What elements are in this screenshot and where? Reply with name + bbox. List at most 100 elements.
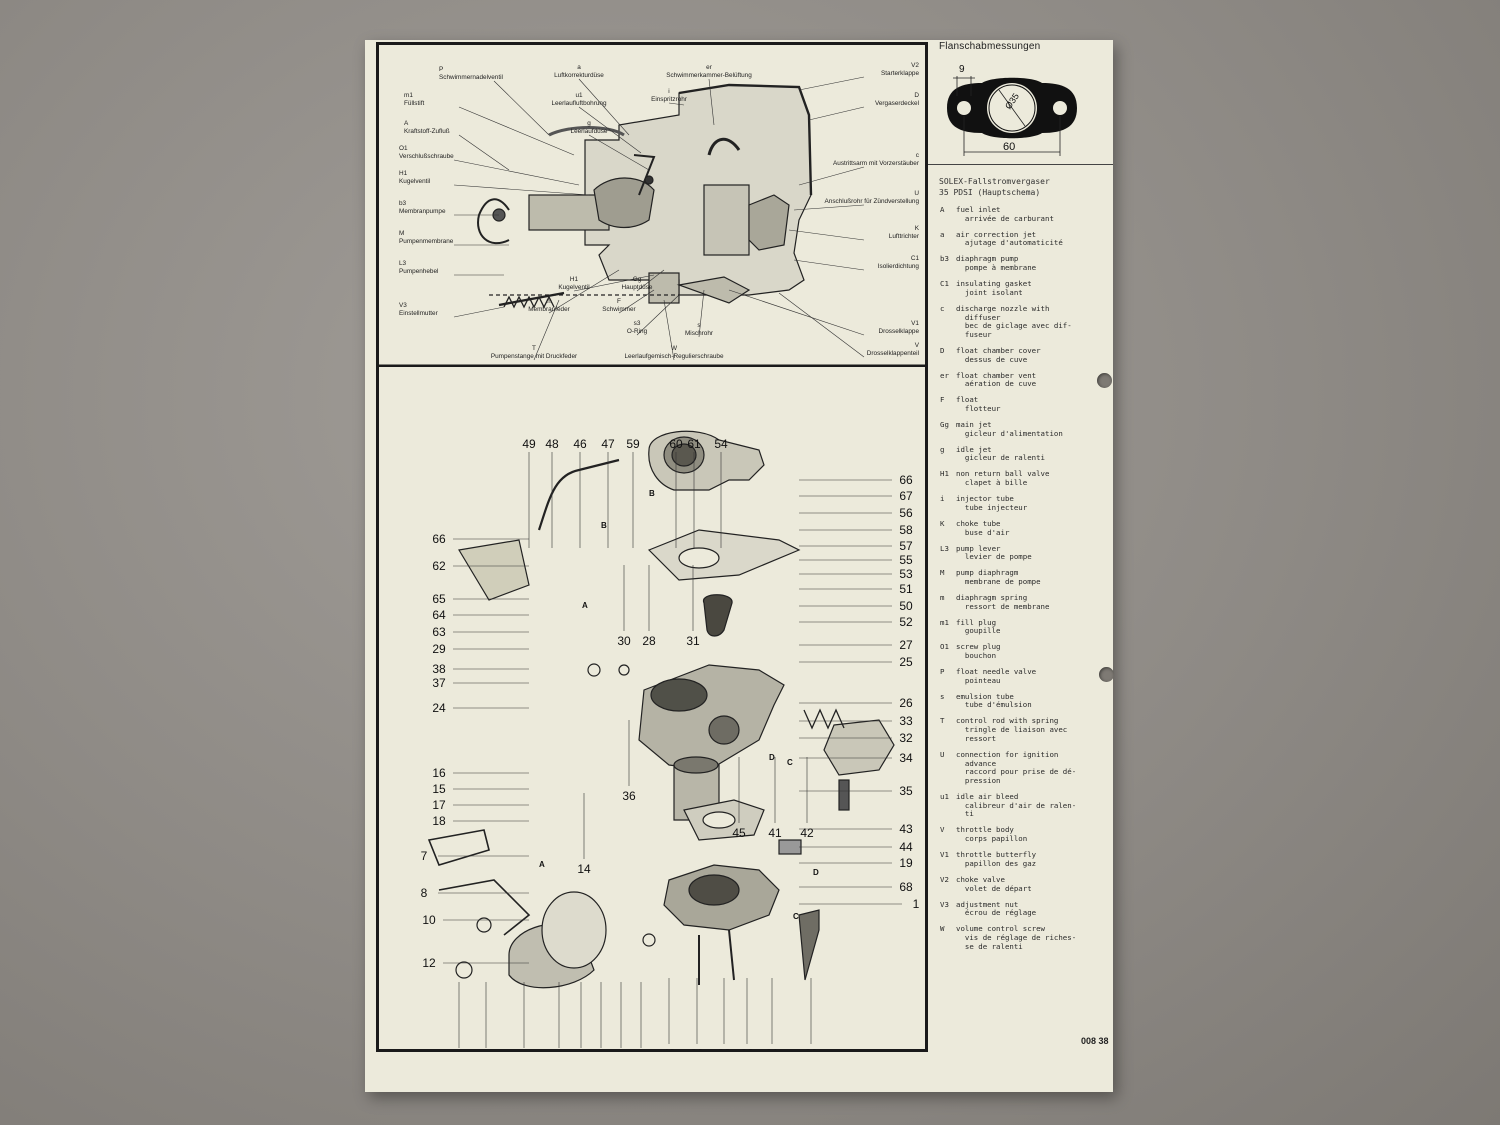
schema-label-code: H1 <box>399 170 408 177</box>
legend-item: u1 idle air bleed calibreur d'air de rale… <box>940 791 1108 819</box>
legend-text: diaphragm pump pompe à membrane <box>956 254 1037 273</box>
part-number: 34 <box>899 751 913 765</box>
legend-code: er <box>940 370 949 380</box>
part-number: 50 <box>899 599 913 613</box>
part-number: 49 <box>522 437 536 451</box>
schema-label-text: Hauptdüse <box>622 284 653 291</box>
legend-text: emulsion tube tube d'émulsion <box>956 691 1032 710</box>
part-number: 35 <box>899 784 913 798</box>
legend-text: float chamber cover dessus de cuve <box>956 345 1041 364</box>
schema-label-text: Kugelventil <box>558 284 589 291</box>
schema-leader-line <box>458 106 575 156</box>
legend-text: idle air bleed calibreur d'air de ralen-… <box>956 791 1077 819</box>
legend-code: u1 <box>940 791 949 801</box>
legend-code: V <box>940 825 945 835</box>
part-leader-lines <box>438 452 902 1048</box>
schema-leader-line <box>618 289 655 314</box>
legend-text: non return ball valve clapet à bille <box>956 469 1050 488</box>
schema-label-text: Mischrohr <box>685 330 714 337</box>
schema-label-text: Starterklappe <box>881 70 919 77</box>
schema-label-text: Membranfeder <box>528 306 570 313</box>
part-number: 26 <box>899 696 913 710</box>
schema-leader-line <box>698 289 705 338</box>
part-number: 16 <box>432 766 446 780</box>
schema-label-code: a <box>577 64 581 71</box>
legend-code: A <box>940 205 945 214</box>
punch-hole-top <box>1097 373 1112 388</box>
legend-code: F <box>940 395 945 405</box>
part-number: 37 <box>432 676 446 690</box>
schema-label-text: Anschlußrohr für Zündverstellung <box>825 198 920 205</box>
schema-label-code: c <box>916 152 920 159</box>
schema-label-code: D <box>914 92 919 99</box>
part-letter: B <box>649 489 655 498</box>
part-number: 30 <box>617 634 631 648</box>
exploded-parts-drawing <box>427 430 895 989</box>
flange-gasket-drawing: 9 Ø35 60 <box>947 64 1077 156</box>
flange-title: Flanschabmessungen <box>939 41 1041 52</box>
legend-text: pump diaphragm membrane de pompe <box>956 568 1041 586</box>
schema-leader-line <box>793 204 865 211</box>
legend-code: P <box>940 667 945 677</box>
schema-leader-line <box>668 102 685 106</box>
legend-code: H1 <box>940 469 949 479</box>
carburetor-title-line-1: SOLEX-Fallstromvergaser <box>939 177 1050 186</box>
schema-label-text: Verschlußschraube <box>399 153 454 160</box>
part-number: 31 <box>686 634 700 648</box>
schema-label-code: U <box>914 190 919 197</box>
schema-label-text: O-Ring <box>627 328 648 335</box>
schema-label-code: O1 <box>399 145 408 152</box>
schema-label-code: V <box>915 342 920 349</box>
gasket-dim-top: 9 <box>959 64 965 75</box>
part-number: 8 <box>421 886 428 900</box>
part-number: 22 <box>717 1047 731 1050</box>
legend-code: g <box>940 444 945 454</box>
part-number: 62 <box>432 559 446 573</box>
legend-item: Gg main jet gicleur d'alimentation <box>940 420 1108 438</box>
schema-label-text: Drosselklappe <box>879 328 920 335</box>
part-number: 21 <box>765 1047 779 1050</box>
legend-text: choke tube buse d'air <box>956 518 1010 537</box>
schema-label-code: m <box>546 298 551 305</box>
schema-leader-line <box>793 259 865 271</box>
part-number: 10 <box>422 913 436 927</box>
schema-label-code: s <box>697 322 700 329</box>
part-number: 12 <box>422 956 436 970</box>
part-number: 15 <box>432 782 446 796</box>
schema-label-text: Schwimmer <box>602 306 636 313</box>
schema-leader-line <box>533 299 560 361</box>
carburetor-title: SOLEX-Fallstromvergaser 35 PDSI (Hauptsc… <box>939 176 1050 198</box>
part-number: 68 <box>899 880 913 894</box>
schema-label-code: u1 <box>575 92 583 99</box>
part-number: 44 <box>899 840 913 854</box>
legend-text: screw plug bouchon <box>956 642 1001 661</box>
part-number: 40 <box>662 1047 676 1050</box>
legend-text: control rod with spring tringle de liais… <box>956 716 1068 743</box>
schema-label-text: Pumpenstange mit Druckfeder <box>491 353 578 360</box>
legend-code: Gg <box>940 420 949 430</box>
legend-text: main jet gicleur d'alimentation <box>956 420 1063 438</box>
part-number: 46 <box>573 437 587 451</box>
legend-code: V1 <box>940 850 949 860</box>
part-number: 52 <box>899 615 913 629</box>
schema-label-code: A <box>404 120 409 127</box>
part-number: 61 <box>687 437 701 451</box>
legend-code: m1 <box>940 617 949 627</box>
part-number: 53 <box>899 567 913 581</box>
column-divider <box>928 164 1113 165</box>
legend-code: V2 <box>940 874 949 884</box>
part-number: 48 <box>545 437 559 451</box>
part-letter: B <box>601 521 607 530</box>
legend-code: D <box>940 345 945 355</box>
legend-item: H1 non return ball valve clapet à bille <box>940 469 1108 488</box>
schema-leader-line <box>788 229 865 241</box>
